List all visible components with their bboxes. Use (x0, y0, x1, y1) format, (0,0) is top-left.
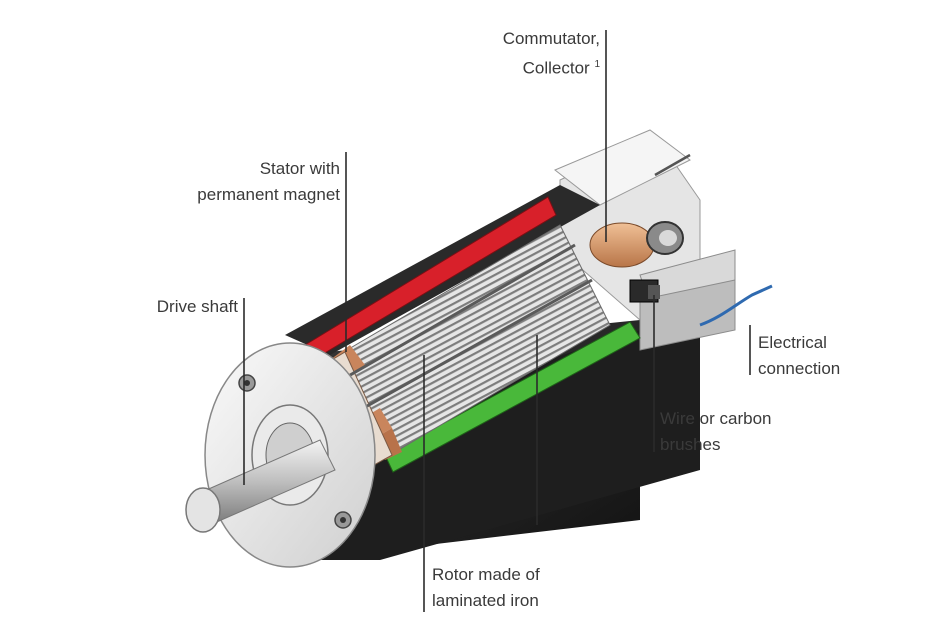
end-block-front (639, 279, 736, 351)
label-rotor-line2: laminated iron (432, 591, 539, 610)
label-electrical: Electrical connection (758, 330, 840, 382)
label-rotor-line1: Rotor made of (432, 565, 540, 584)
label-electrical-line2: connection (758, 359, 841, 378)
drive-shaft-tip (185, 487, 221, 533)
label-stator-line2: permanent magnet (197, 185, 340, 204)
label-commutator-line2: Collector 1 (522, 58, 600, 78)
green-magnet (384, 321, 641, 473)
label-electrical-line1: Electrical (758, 333, 827, 352)
rear-housing-top (554, 129, 691, 206)
label-commutator: Commutator, Collector 1 (470, 26, 600, 82)
label-brushes: Wire or carbon brushes (660, 406, 771, 458)
commutator (589, 222, 655, 268)
electrical-wire (699, 284, 773, 327)
footnote-mark: 1 (594, 59, 600, 70)
housing-lower-body (300, 330, 700, 560)
label-stator: Stator with permanent magnet (150, 156, 340, 208)
label-drive-shaft: Drive shaft (120, 294, 238, 320)
label-drive-shaft-line1: Drive shaft (156, 297, 238, 316)
label-commutator-line1: Commutator, (502, 29, 600, 48)
label-brushes-line1: Wire or carbon (660, 409, 772, 428)
rear-wire (654, 153, 691, 177)
label-stator-line1: Stator with (259, 159, 340, 178)
label-brushes-line2: brushes (660, 435, 721, 454)
label-rotor: Rotor made of laminated iron (432, 562, 540, 614)
leader-lines (243, 30, 751, 612)
